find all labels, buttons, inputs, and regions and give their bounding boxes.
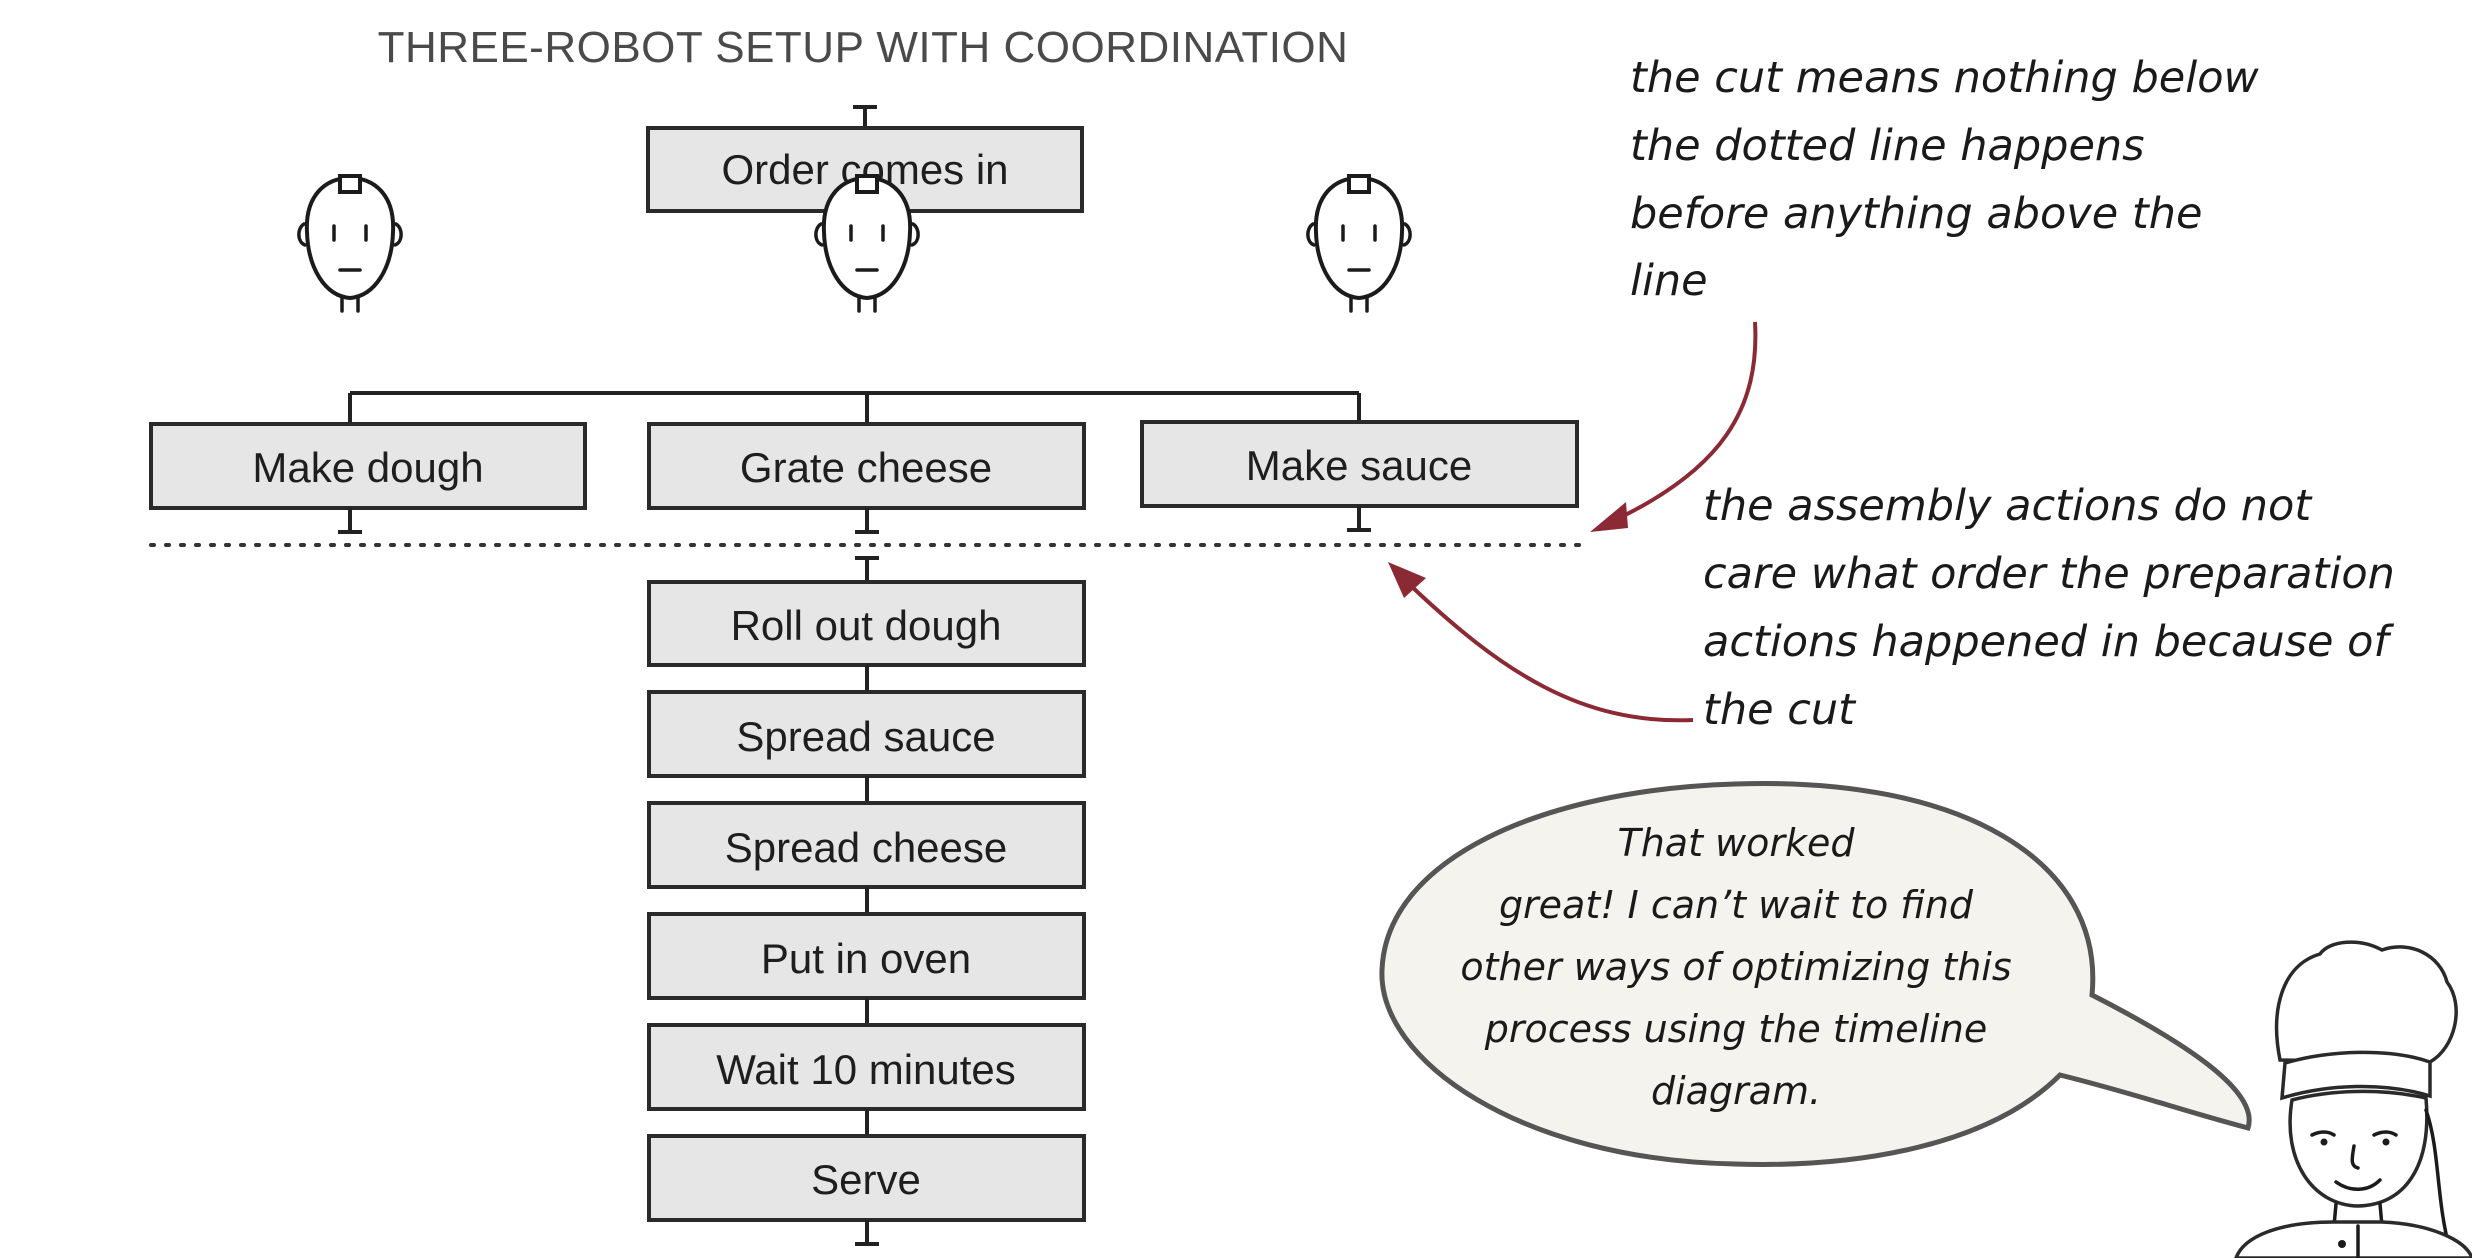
prep-task-grate-cheese: Grate cheese [647, 422, 1086, 534]
cut-note-line-3: before anything above the [1630, 189, 2202, 239]
speech-bubble: That worked great! I can’t wait to find … [1379, 780, 2252, 1167]
make-dough-box [149, 422, 587, 510]
chef-icon [2234, 940, 2472, 1258]
roll-out-dough-box [647, 580, 1086, 667]
make-sauce-label: Make sauce [1246, 442, 1472, 489]
assembly-note-line-3: actions happened in because of [1703, 617, 2394, 667]
roll-out-dough-label: Roll out dough [731, 602, 1002, 649]
prep-task-make-sauce: Make sauce [1140, 420, 1579, 532]
wait-10-minutes-label: Wait 10 minutes [716, 1046, 1016, 1093]
speech-line-2: great! I can’t wait to find [1499, 883, 1974, 927]
serve-label: Serve [811, 1156, 921, 1203]
robot-head-middle-icon [814, 174, 920, 313]
assembly-note-line-2: care what order the preparation [1703, 549, 2395, 599]
cut-note-line-1: the cut means nothing below [1630, 53, 2260, 103]
spread-sauce-box [647, 690, 1086, 778]
speech-line-1: That worked [1617, 821, 1855, 865]
assembly-note-arrow [1408, 583, 1694, 723]
spread-sauce-label: Spread sauce [736, 713, 995, 760]
branch-connector [348, 391, 1361, 424]
assembly-note-line-4: the cut [1703, 685, 1857, 735]
speech-line-3: other ways of optimizing this [1460, 945, 2011, 989]
speech-line-5: diagram. [1651, 1069, 1821, 1113]
prep-task-make-dough: Make dough [149, 422, 587, 534]
assembly-note-line-1: the assembly actions do not [1703, 481, 2313, 531]
speech-line-4: process using the timeline [1484, 1007, 1988, 1051]
put-in-oven-label: Put in oven [761, 935, 971, 982]
cut-note-line-4: line [1630, 256, 1708, 306]
serve-box [647, 1134, 1086, 1222]
cut-note-arrow [1614, 321, 1758, 522]
grate-cheese-label: Grate cheese [740, 444, 992, 491]
assembly-timeline: Roll out dough Spread sauce Spread chees… [647, 556, 1086, 1246]
grate-cheese-box [647, 422, 1086, 510]
robot-head-right-icon [1306, 174, 1412, 313]
speech-bubble-shape [1379, 780, 2252, 1167]
spread-cheese-label: Spread cheese [725, 824, 1008, 871]
make-dough-label: Make dough [252, 444, 483, 491]
make-sauce-box [1140, 420, 1579, 508]
diagram-title: THREE-ROBOT SETUP WITH COORDINATION [378, 23, 1349, 72]
robot-head-left-icon [297, 174, 403, 313]
assembly-note-arrowhead [1388, 562, 1426, 598]
cut-note-arrowhead [1590, 502, 1628, 532]
cut-note-line-2: the dotted line happens [1630, 121, 2145, 171]
